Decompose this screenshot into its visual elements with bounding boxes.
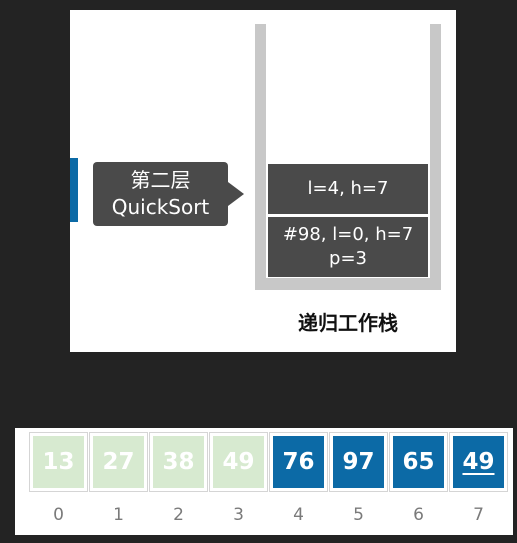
level-callout: 第二层 QuickSort — [93, 162, 228, 226]
callout-line-2: QuickSort — [111, 195, 210, 219]
array-cell-value-0: 13 — [33, 436, 84, 488]
array-cell-value-6: 65 — [393, 436, 444, 488]
stack-wall-left — [255, 24, 266, 290]
array-index-0: 0 — [53, 505, 64, 525]
array-index-4: 4 — [293, 505, 304, 525]
stack-frame-top: l=4, h=7 — [268, 164, 428, 214]
array-index-5: 5 — [353, 505, 364, 525]
array-segment-edge — [70, 158, 78, 222]
array-cell-1: 27 — [89, 432, 148, 492]
stack-frame-bottom-line-1: #98, l=0, h=7 — [282, 224, 414, 245]
stack-frame-top-text: l=4, h=7 — [307, 178, 389, 199]
array-index-3: 3 — [233, 505, 244, 525]
array-cell-7: 49 — [449, 432, 508, 492]
array-cell-value-3: 49 — [213, 436, 264, 488]
array-cell-value-2: 38 — [153, 436, 204, 488]
array-cell-4: 76 — [269, 432, 328, 492]
array-cell-3: 49 — [209, 432, 268, 492]
array-cell-value-7: 49 — [453, 436, 504, 488]
callout-line-1: 第二层 — [130, 168, 191, 192]
array-cell-0: 13 — [29, 432, 88, 492]
array-cell-value-5: 97 — [333, 436, 384, 488]
array-cell-value-1: 27 — [93, 436, 144, 488]
stack-wall-right — [430, 24, 441, 290]
stack-label: 递归工作栈 — [298, 311, 398, 335]
callout-arrow-icon — [228, 182, 244, 206]
array-cell-5: 97 — [329, 432, 388, 492]
array-cell-value-4: 76 — [273, 436, 324, 488]
stack-frame-bottom: #98, l=0, h=7 p=3 — [268, 217, 428, 277]
diagram-panel: 第二层 QuickSort l=4, h=7 #98, l=0, h=7 p=3… — [70, 10, 456, 352]
array-index-1: 1 — [113, 505, 124, 525]
array-cell-2: 38 — [149, 432, 208, 492]
array-cell-6: 65 — [389, 432, 448, 492]
array-index-7: 7 — [473, 505, 484, 525]
array-index-6: 6 — [413, 505, 424, 525]
stack-frame-bottom-line-2: p=3 — [329, 248, 367, 269]
array-index-2: 2 — [173, 505, 184, 525]
stack-floor — [255, 278, 441, 290]
array-view: 13 27 38 49 76 97 65 49 0 1 2 3 4 5 6 7 — [15, 428, 513, 535]
